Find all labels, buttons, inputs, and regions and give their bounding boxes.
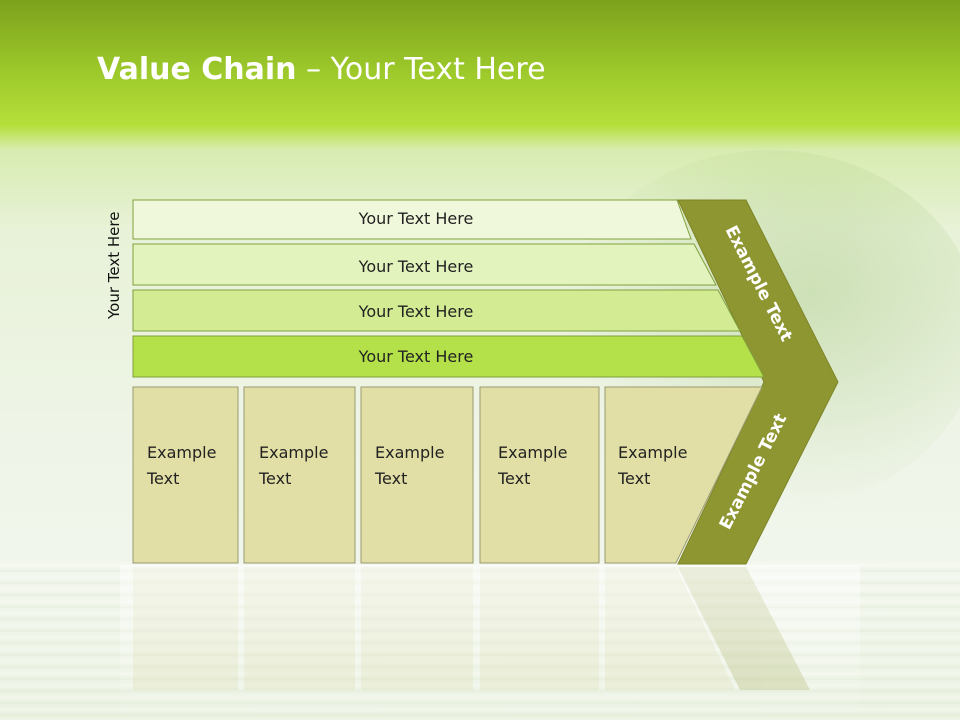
bar-1 xyxy=(132,199,692,240)
box-2-line1: Example xyxy=(259,443,328,462)
box-5-line2: Text xyxy=(617,469,650,488)
box-4-line2: Text xyxy=(497,469,530,488)
chevron-arrow xyxy=(677,199,839,565)
box-3-line2: Text xyxy=(374,469,407,488)
bar-3-label: Your Text Here xyxy=(358,302,474,321)
reflection-fade xyxy=(120,565,860,720)
bar-1-label: Your Text Here xyxy=(358,209,474,228)
box-4 xyxy=(479,386,600,564)
box-3-line1: Example xyxy=(375,443,444,462)
bars-group: Your Text Here Your Text Here Your Text … xyxy=(132,199,765,378)
boxes-group: Example Text Example Text Example Text E… xyxy=(132,386,763,564)
box-5 xyxy=(604,386,763,564)
bar-2 xyxy=(132,243,717,286)
box-5-line1: Example xyxy=(618,443,687,462)
box-2 xyxy=(243,386,356,564)
box-3 xyxy=(360,386,474,564)
page-title: Value Chain – Your Text Here xyxy=(97,52,546,87)
box-4-line1: Example xyxy=(498,443,567,462)
box-2-line2: Text xyxy=(258,469,291,488)
bar-4-label: Your Text Here xyxy=(358,347,474,366)
box-1-line1: Example xyxy=(147,443,216,462)
box-1-line2: Text xyxy=(146,469,179,488)
bar-2-label: Your Text Here xyxy=(358,257,474,276)
box-1 xyxy=(132,386,239,564)
bar-3 xyxy=(132,289,741,332)
bar-4 xyxy=(132,335,765,378)
